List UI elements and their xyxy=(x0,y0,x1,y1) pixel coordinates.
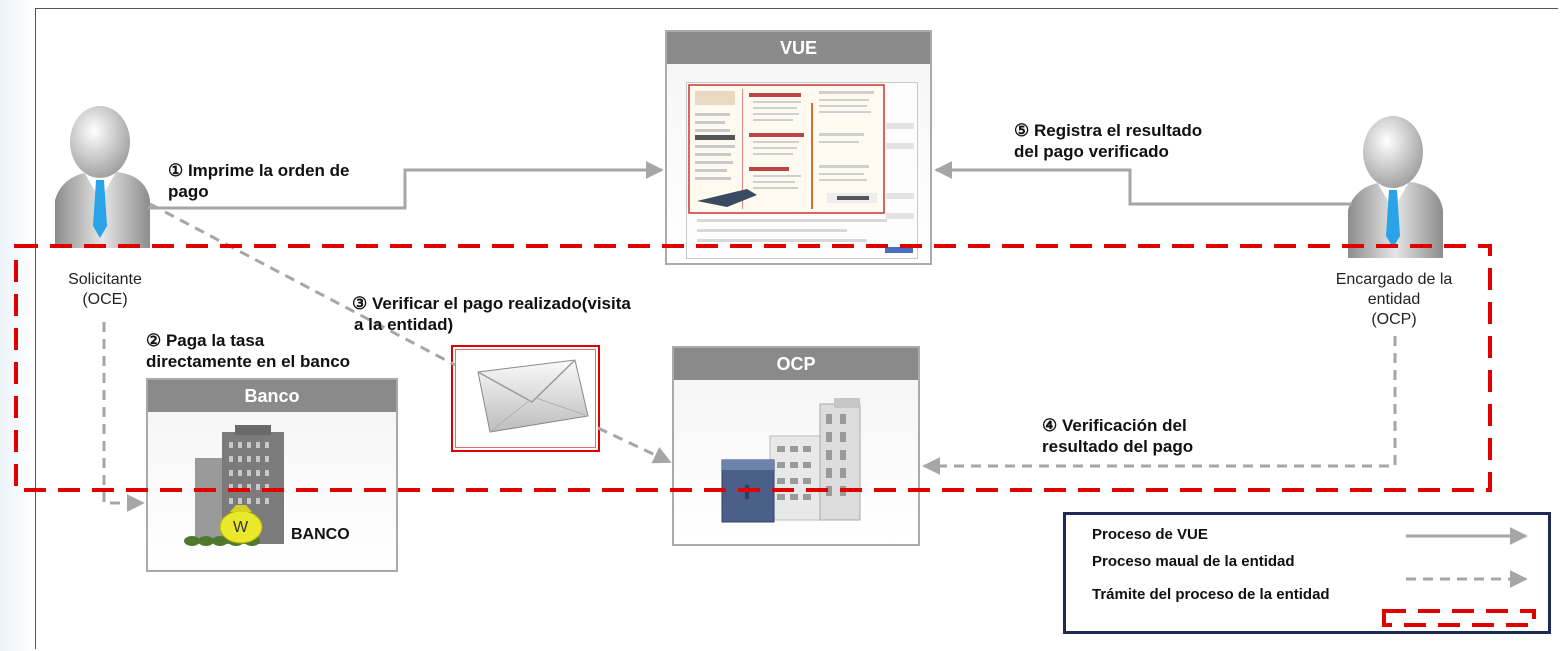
step2-label: ② Paga la tasa directamente en el banco xyxy=(146,331,351,371)
legend-entity-process: Trámite del proceso de la entidad xyxy=(1092,586,1330,603)
step1-label: ① Imprime la orden de pago xyxy=(168,161,350,201)
step4-label: ④ Verificación del resultado del pago xyxy=(1042,416,1194,456)
ocp-box-title: OCP xyxy=(674,348,918,380)
vue-portal-screenshot xyxy=(686,82,918,259)
banco-box-title: Banco xyxy=(148,380,396,412)
step5-arrow xyxy=(934,161,1352,206)
step3-arrow-to-ocp xyxy=(597,426,672,464)
step2-arrow xyxy=(102,322,145,512)
step3-arrow-to-envelope xyxy=(149,202,456,367)
diagram-frame xyxy=(35,8,1558,649)
portal-screenshot-graphic xyxy=(688,84,914,253)
step3-label: ③ Verificar el pago realizado(visita a l… xyxy=(352,294,631,334)
legend-manual-process: Proceso maual de la entidad xyxy=(1092,553,1295,570)
vue-box-title: VUE xyxy=(667,32,930,64)
bag-letter: W xyxy=(233,519,249,536)
left-background-glow xyxy=(0,0,34,651)
bank-sign-text: BANCO xyxy=(291,526,350,543)
legend-vue-process: Proceso de VUE xyxy=(1092,526,1208,543)
encargado-label: Encargado de la entidad (OCP) xyxy=(1335,271,1453,328)
legend-dashed-box xyxy=(1382,609,1536,627)
legend-symbols xyxy=(1382,527,1536,627)
step5-label: ⑤ Registra el resultado del pago verific… xyxy=(1014,121,1203,161)
solicitante-label: Solicitante (OCE) xyxy=(68,271,142,308)
legend: Proceso de VUE Proceso maual de la entid… xyxy=(1063,512,1551,634)
entity-process-boundary xyxy=(14,244,1492,492)
step4-arrow xyxy=(922,336,1397,475)
step1-arrow xyxy=(148,161,664,210)
